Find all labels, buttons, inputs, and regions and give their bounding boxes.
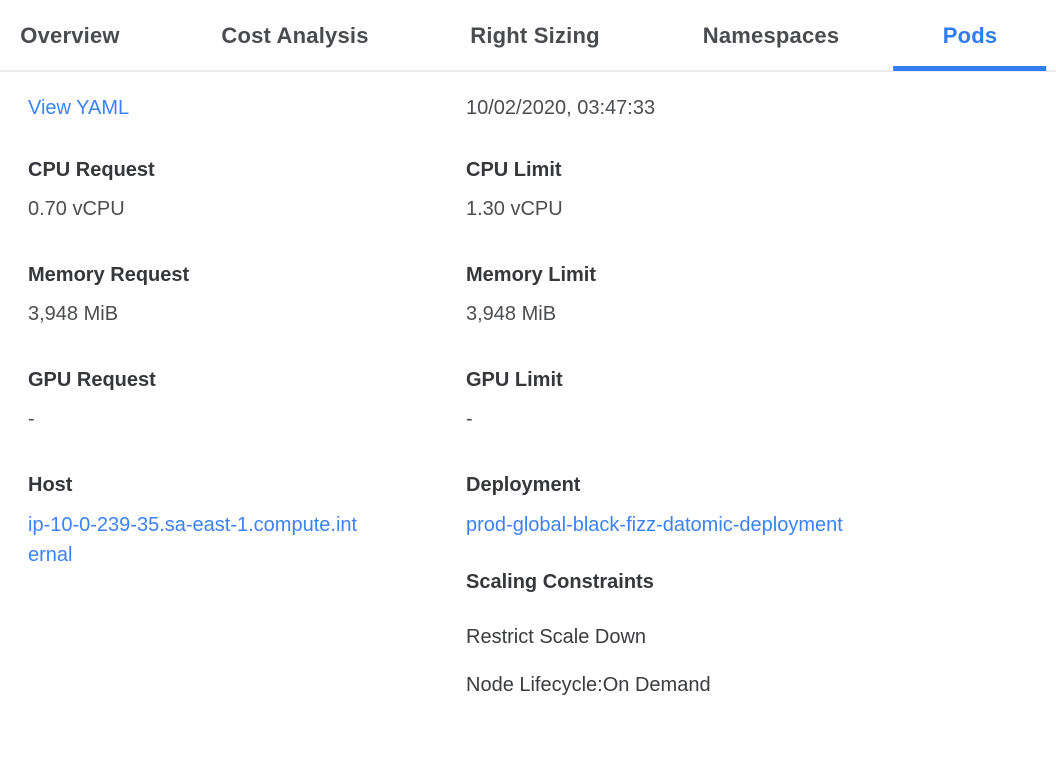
field-value: 3,948 MiB: [466, 303, 557, 325]
host-link[interactable]: ip-10-0-239-35.sa-east-1.compute.interna…: [28, 514, 358, 566]
pod-details-panel: View YAML CPU Request 0.70 vCPU Memory R…: [0, 72, 1056, 699]
field-memory-request: Memory Request 3,948 MiB: [28, 261, 466, 328]
field-deployment: Deployment prod-global-black-fizz-datomi…: [466, 471, 1056, 540]
field-value: -: [466, 408, 473, 430]
field-label: CPU Limit: [466, 159, 562, 181]
tab-overview[interactable]: Overview: [20, 23, 120, 48]
field-label: Deployment: [466, 474, 581, 496]
field-value: 3,948 MiB: [28, 303, 119, 325]
field-label: CPU Request: [28, 159, 155, 181]
tab-right-sizing[interactable]: Right Sizing: [470, 23, 600, 48]
details-left-column: View YAML CPU Request 0.70 vCPU Memory R…: [28, 94, 466, 608]
scaling-constraint-item: Restrict Scale Down: [466, 626, 647, 648]
deployment-link[interactable]: prod-global-black-fizz-datomic-deploymen…: [466, 514, 843, 536]
field-label: GPU Request: [28, 369, 156, 391]
field-gpu-request: GPU Request -: [28, 366, 466, 433]
details-right-column: 10/02/2020, 03:47:33 CPU Limit 1.30 vCPU…: [466, 94, 1056, 699]
field-value: -: [28, 408, 35, 430]
field-memory-limit: Memory Limit 3,948 MiB: [466, 261, 1056, 328]
field-label: Memory Request: [28, 264, 190, 286]
tab-cost-analysis[interactable]: Cost Analysis: [221, 23, 369, 48]
tab-bar: Overview Cost Analysis Right Sizing Name…: [0, 0, 1056, 72]
field-cpu-limit: CPU Limit 1.30 vCPU: [466, 156, 1056, 223]
tab-pods-label: Pods: [942, 23, 998, 48]
active-tab-underline: [893, 66, 1047, 71]
field-label: Memory Limit: [466, 264, 597, 286]
scaling-constraints-title: Scaling Constraints: [466, 571, 654, 593]
scaling-constraint-item: Node Lifecycle:On Demand: [466, 674, 711, 696]
view-yaml-link[interactable]: View YAML: [28, 97, 130, 119]
field-host: Host ip-10-0-239-35.sa-east-1.compute.in…: [28, 471, 466, 570]
field-value: 0.70 vCPU: [28, 198, 125, 220]
field-value: 1.30 vCPU: [466, 198, 563, 220]
creation-timestamp: 10/02/2020, 03:47:33: [466, 97, 656, 119]
field-label: GPU Limit: [466, 369, 563, 391]
tab-namespaces[interactable]: Namespaces: [702, 23, 840, 48]
field-label: Host: [28, 474, 73, 496]
field-cpu-request: CPU Request 0.70 vCPU: [28, 156, 466, 223]
tab-pods[interactable]: Pods: [893, 0, 1047, 72]
field-gpu-limit: GPU Limit -: [466, 366, 1056, 433]
